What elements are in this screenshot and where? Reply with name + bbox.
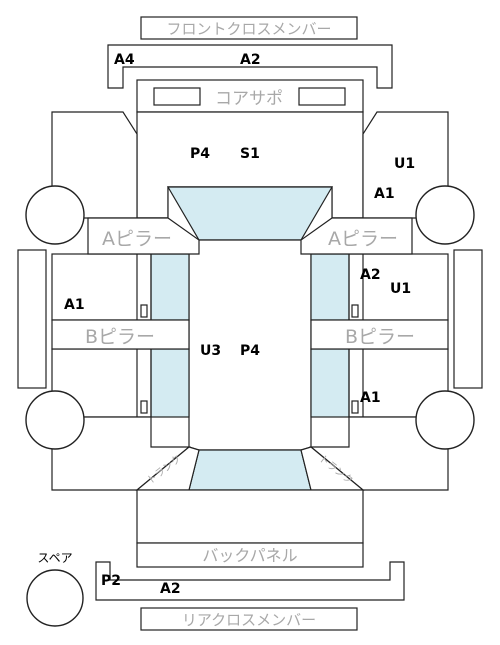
right-rear-door-handle (351, 400, 359, 414)
left-rear-door-handle (140, 400, 148, 414)
left-a-pillar-label: Aピラー (102, 228, 172, 250)
left-b-pillar-label: Bピラー (85, 326, 155, 348)
wheel-rear-right (415, 390, 475, 450)
rear-member-grade-p2: P2 (101, 573, 121, 589)
left-front-door-grade: A1 (64, 297, 85, 313)
right-a-pillar-label: Aピラー (328, 228, 398, 250)
rear-cross-member-box (140, 607, 358, 631)
back-panel-label: バックパネル (202, 546, 297, 565)
right-b-pillar-label: Bピラー (345, 326, 415, 348)
wheel-front-right (415, 185, 475, 245)
left-rear-window (150, 348, 190, 418)
right-front-door-handle (351, 304, 359, 318)
right-b-pillar (310, 319, 449, 350)
spare-label: スペア (37, 551, 72, 565)
wheel-rear-left (25, 390, 85, 450)
right-side-sill (453, 249, 483, 389)
front-cross-member-box (140, 16, 358, 40)
left-front-window (150, 253, 190, 321)
front-member-grade-a2: A2 (240, 52, 261, 68)
left-a-pillar (87, 217, 200, 255)
headlight-right (298, 87, 346, 106)
right-rear-door-grade: A1 (360, 390, 381, 406)
roof-grade-p4: P4 (240, 343, 260, 359)
front-cross-member-label: フロントクロスメンバー (166, 20, 331, 38)
wheel-front-left (25, 185, 85, 245)
roof-grade-u3: U3 (200, 343, 221, 359)
core-support-label: コアサポ (215, 89, 283, 109)
right-fender-grade-u1: U1 (394, 156, 415, 172)
left-side-sill (17, 249, 47, 389)
front-member-grade-a4: A4 (114, 52, 135, 68)
right-fender-grade-a1: A1 (374, 186, 395, 202)
right-front-door-grade-a2: A2 (360, 267, 381, 283)
left-front-door-handle (140, 304, 148, 318)
rear-window (188, 449, 312, 491)
hood-grade-p4: P4 (190, 146, 210, 162)
spare-tire (26, 569, 84, 627)
rear-member-outline (95, 561, 405, 601)
rear-member-grade-a2: A2 (160, 581, 181, 597)
right-a-pillar (300, 217, 413, 255)
right-front-door-grade-u1: U1 (390, 281, 411, 297)
right-front-window (310, 253, 350, 321)
front-member-outline (107, 44, 393, 89)
trunk-lid (136, 489, 364, 544)
right-rear-window (310, 348, 350, 418)
back-panel-box (136, 542, 364, 568)
left-b-pillar (51, 319, 190, 350)
hood-grade-s1: S1 (240, 146, 260, 162)
headlight-left (153, 87, 201, 106)
rear-cross-member-label: リアクロスメンバー (182, 611, 316, 629)
